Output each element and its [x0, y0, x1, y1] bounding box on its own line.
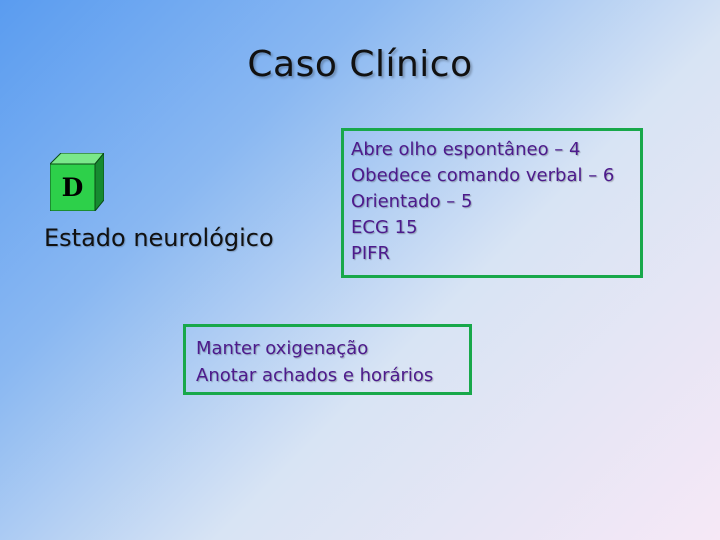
- section-subtitle: Estado neurológico: [44, 224, 274, 252]
- assessment-line: Abre olho espontâneo – 4: [351, 139, 581, 160]
- cube-icon: D: [50, 153, 104, 211]
- action-line: Anotar achados e horários: [196, 365, 434, 386]
- cube-graphic: [50, 153, 104, 211]
- cube-letter: D: [61, 173, 84, 202]
- action-line: Manter oxigenação: [196, 338, 369, 359]
- assessment-box: Abre olho espontâneo – 4 Obedece comando…: [341, 128, 643, 278]
- assessment-line: PIFR: [351, 243, 391, 264]
- action-box: Manter oxigenação Anotar achados e horár…: [183, 324, 472, 395]
- slide-title: Caso Clínico: [247, 44, 473, 85]
- assessment-line: Orientado – 5: [351, 191, 473, 212]
- assessment-line: Obedece comando verbal – 6: [351, 165, 615, 186]
- assessment-line: ECG 15: [351, 217, 418, 238]
